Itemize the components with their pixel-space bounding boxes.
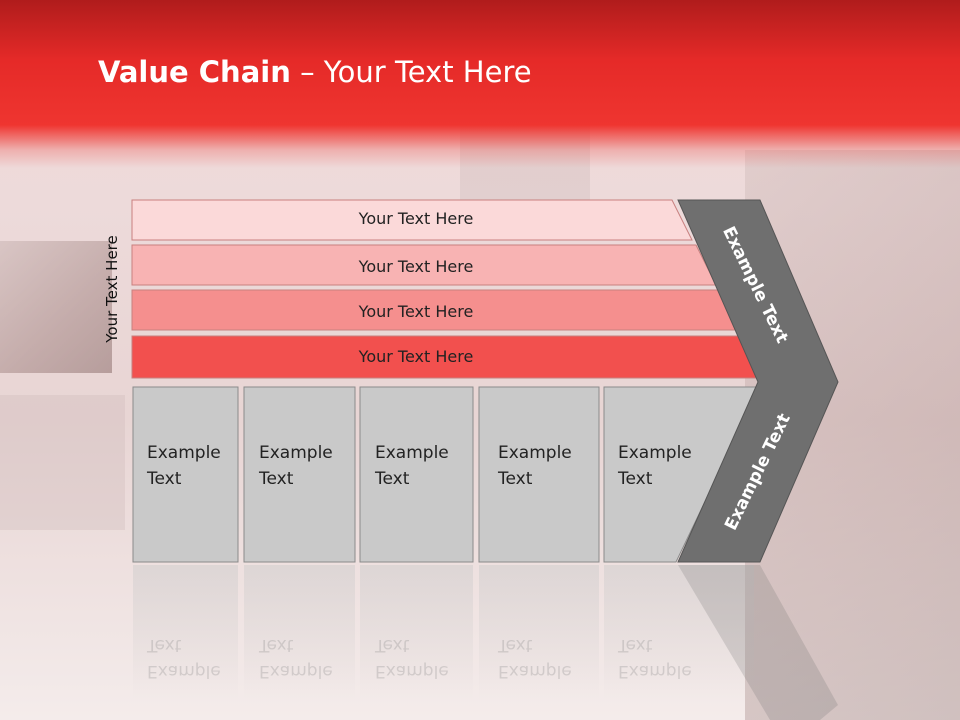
chevron-reflection — [678, 565, 838, 720]
reflection-line2: Text — [375, 635, 410, 655]
page-title: Value Chain – Your Text Here — [98, 55, 532, 89]
column-label-reflection: Example Text — [259, 632, 333, 684]
reflection-line1: Example — [618, 661, 692, 681]
reflection-line2: Text — [147, 635, 182, 655]
reflection-line2: Text — [618, 635, 653, 655]
reflection-line1: Example — [259, 661, 333, 681]
column-label-line1: Example — [147, 443, 221, 463]
column-reflection — [133, 565, 238, 700]
column-label-line1: Example — [259, 443, 333, 463]
column-label-reflection: Example Text — [375, 632, 449, 684]
column-reflection — [479, 565, 599, 700]
column-label-reflection: Example Text — [147, 632, 221, 684]
column-label-line2: Text — [375, 469, 410, 489]
reflection-line2: Text — [259, 635, 294, 655]
column-reflection — [604, 565, 754, 700]
column-box-4 — [478, 386, 600, 563]
column-box-2 — [243, 386, 356, 563]
column-box-5 — [603, 386, 761, 563]
column-box-1 — [132, 386, 239, 563]
chevron-arrow — [677, 199, 839, 563]
column-label-line2: Text — [147, 469, 182, 489]
row-label-1: Your Text Here — [358, 209, 474, 228]
background-photo-portrait — [0, 241, 112, 373]
reflection-line1: Example — [147, 661, 221, 681]
column-label-line1: Example — [498, 443, 572, 463]
reflection-line1: Example — [375, 661, 449, 681]
column-label-line1: Example — [375, 443, 449, 463]
column-label-reflection: Example Text — [618, 632, 692, 684]
background-photo-faded — [0, 395, 125, 530]
column-box-3 — [359, 386, 474, 563]
row-label-2: Your Text Here — [358, 257, 474, 276]
column-label-line2: Text — [259, 469, 294, 489]
column-label-reflection: Example Text — [498, 632, 572, 684]
title-bar — [0, 0, 960, 168]
column-reflection — [244, 565, 355, 700]
column-label-line1: Example — [618, 443, 692, 463]
column-reflections — [133, 565, 838, 720]
title-bold: Value Chain — [98, 55, 291, 89]
column-label-line2: Text — [618, 469, 653, 489]
reflection-line2: Text — [498, 635, 533, 655]
column-label-line2: Text — [498, 469, 533, 489]
row-label-3: Your Text Here — [358, 302, 474, 321]
title-rest: – Your Text Here — [290, 55, 532, 89]
row-bar-1 — [131, 199, 693, 241]
column-reflection — [360, 565, 473, 700]
reflection-line1: Example — [498, 661, 572, 681]
row-label-4: Your Text Here — [358, 347, 474, 366]
